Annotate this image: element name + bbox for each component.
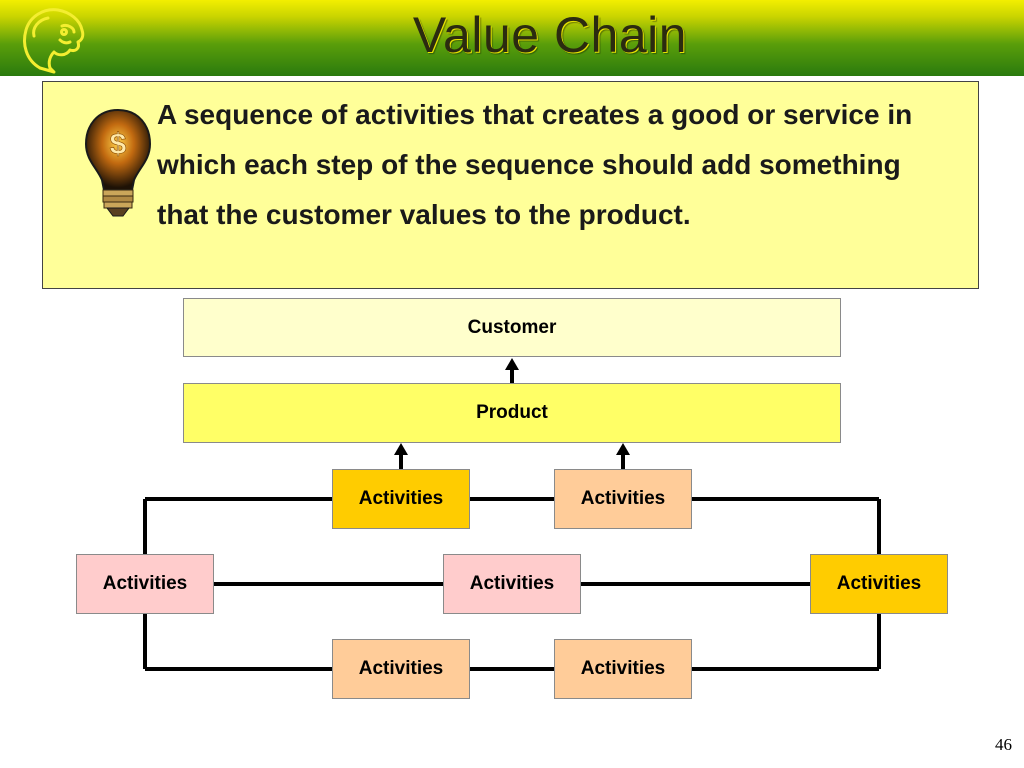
activities-box-top-left: Activities <box>332 469 470 529</box>
lion-head-logo-icon <box>23 8 85 74</box>
svg-text:$: $ <box>110 128 127 161</box>
product-box: Product <box>183 383 841 443</box>
activities-box-bottom-left: Activities <box>332 639 470 699</box>
title-bar: Value Chain <box>0 0 1024 76</box>
page-number: 46 <box>995 735 1012 754</box>
activities-box-mid-left: Activities <box>76 554 214 614</box>
definition-text: A sequence of activities that creates a … <box>157 99 913 230</box>
activities-box-top-right: Activities <box>554 469 692 529</box>
definition-box: $ A sequence of activities that creates … <box>42 81 979 289</box>
activities-box-mid-right: Activities <box>810 554 948 614</box>
page-title: Value Chain <box>412 7 688 63</box>
customer-box: Customer <box>183 298 841 357</box>
activities-box-mid-center: Activities <box>443 554 581 614</box>
activities-box-bottom-right: Activities <box>554 639 692 699</box>
dollar-lightbulb-icon: $ <box>84 108 152 217</box>
